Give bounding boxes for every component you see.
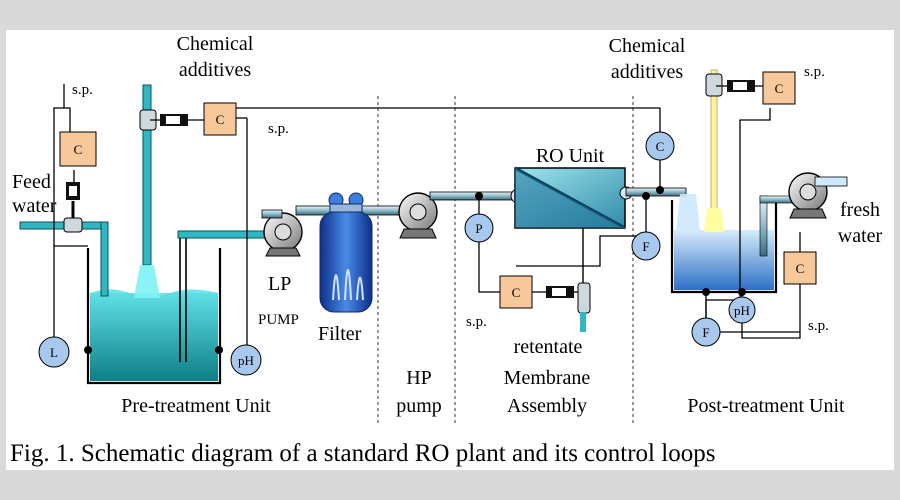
- fresh-water-label-1: fresh: [840, 199, 880, 221]
- svg-text:L: L: [50, 345, 58, 360]
- lp-pump: [261, 209, 303, 257]
- section-dividers: [377, 96, 634, 425]
- controller-boxes: C C C C C: [59, 71, 817, 309]
- svg-text:P: P: [475, 221, 482, 236]
- setpoint-label-post: s.p.: [808, 318, 829, 334]
- filter-vessel: [319, 192, 373, 313]
- controller-c-pressure: C: [499, 275, 533, 309]
- svg-text:C: C: [216, 112, 225, 127]
- svg-text:C: C: [74, 142, 83, 157]
- svg-text:pH: pH: [734, 303, 750, 318]
- membrane-label: Membrane: [504, 367, 591, 389]
- pretreatment-label: Pre-treatment Unit: [121, 395, 271, 417]
- level-sensor: L: [38, 336, 70, 368]
- ph-sensor-right: pH: [728, 296, 756, 324]
- controller-c-level: C: [59, 131, 97, 167]
- flow-sensor-post: F: [691, 317, 721, 347]
- svg-text:C: C: [775, 81, 784, 96]
- controller-c-chem-left: C: [203, 102, 237, 136]
- chemical-label-left-1: Chemical: [177, 33, 254, 55]
- conductivity-controller: C: [645, 131, 675, 161]
- actuator-valves: [66, 80, 755, 298]
- svg-text:F: F: [642, 239, 649, 254]
- chemical-label-right-2: additives: [611, 61, 683, 83]
- retentate-label: retentate: [514, 336, 583, 358]
- svg-text:pH: pH: [238, 353, 254, 368]
- pretreatment-tank: [86, 236, 222, 385]
- pump-caps-label: PUMP: [258, 312, 299, 328]
- chemical-label-left-2: additives: [179, 59, 251, 81]
- hp-label-1: HP: [406, 367, 432, 389]
- feed-label-2: water: [12, 195, 57, 217]
- posttreatment-label: Post-treatment Unit: [687, 395, 845, 417]
- flow-sensor-right: F: [631, 231, 661, 261]
- assembly-label: Assembly: [507, 395, 587, 417]
- svg-text:C: C: [796, 261, 805, 276]
- hp-label-2: pump: [396, 395, 442, 417]
- junction-dots: [84, 186, 746, 354]
- lp-suction-pipe: [177, 230, 279, 239]
- posttreatment-tank: [670, 69, 801, 294]
- filter-label: Filter: [318, 323, 362, 345]
- sensor-circles: L pH P C F pH F: [38, 131, 756, 376]
- controller-c-chem-right: C: [762, 71, 796, 105]
- diagram-labels: Chemical additives Chemical additives s.…: [10, 33, 883, 467]
- fresh-water-label-2: water: [838, 225, 883, 247]
- setpoint-label-pressure: s.p.: [466, 314, 487, 330]
- fresh-water-pump: [788, 172, 848, 219]
- ph-sensor-left: pH: [230, 344, 262, 376]
- feed-label-1: Feed: [12, 171, 51, 193]
- feed-water-pipe: [19, 201, 109, 297]
- chemical-label-right-1: Chemical: [609, 35, 686, 57]
- pressure-sensor: P: [464, 213, 494, 243]
- svg-text:F: F: [702, 325, 709, 340]
- chemical-pipe-left: [134, 84, 160, 298]
- setpoint-label-level: s.p.: [72, 82, 93, 98]
- lp-label: LP: [268, 273, 291, 295]
- svg-text:C: C: [512, 285, 521, 300]
- setpoint-label-chem-left: s.p.: [268, 121, 289, 137]
- figure-caption: Fig. 1. Schematic diagram of a standard …: [10, 440, 715, 467]
- svg-text:C: C: [656, 139, 665, 154]
- ro-unit-label: RO Unit: [536, 145, 605, 167]
- permeate-pipe: [625, 187, 700, 230]
- controller-c-post: C: [783, 251, 817, 285]
- setpoint-label-chem-right: s.p.: [804, 64, 825, 80]
- hp-pump: [398, 192, 438, 239]
- ro-membrane-unit: [514, 166, 633, 332]
